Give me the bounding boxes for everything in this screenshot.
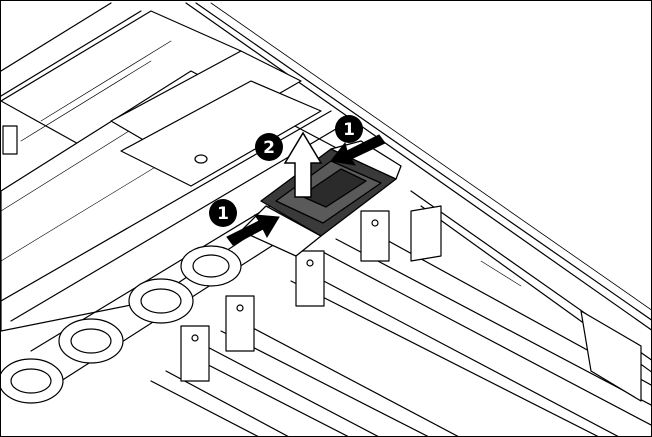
callout-label: 2 <box>263 138 275 158</box>
callout-label: 1 <box>343 120 355 140</box>
callout-1-right: 1 <box>335 115 363 143</box>
callout-2: 2 <box>255 133 283 161</box>
callout-1-left: 1 <box>209 199 237 227</box>
callout-label: 1 <box>217 204 229 224</box>
